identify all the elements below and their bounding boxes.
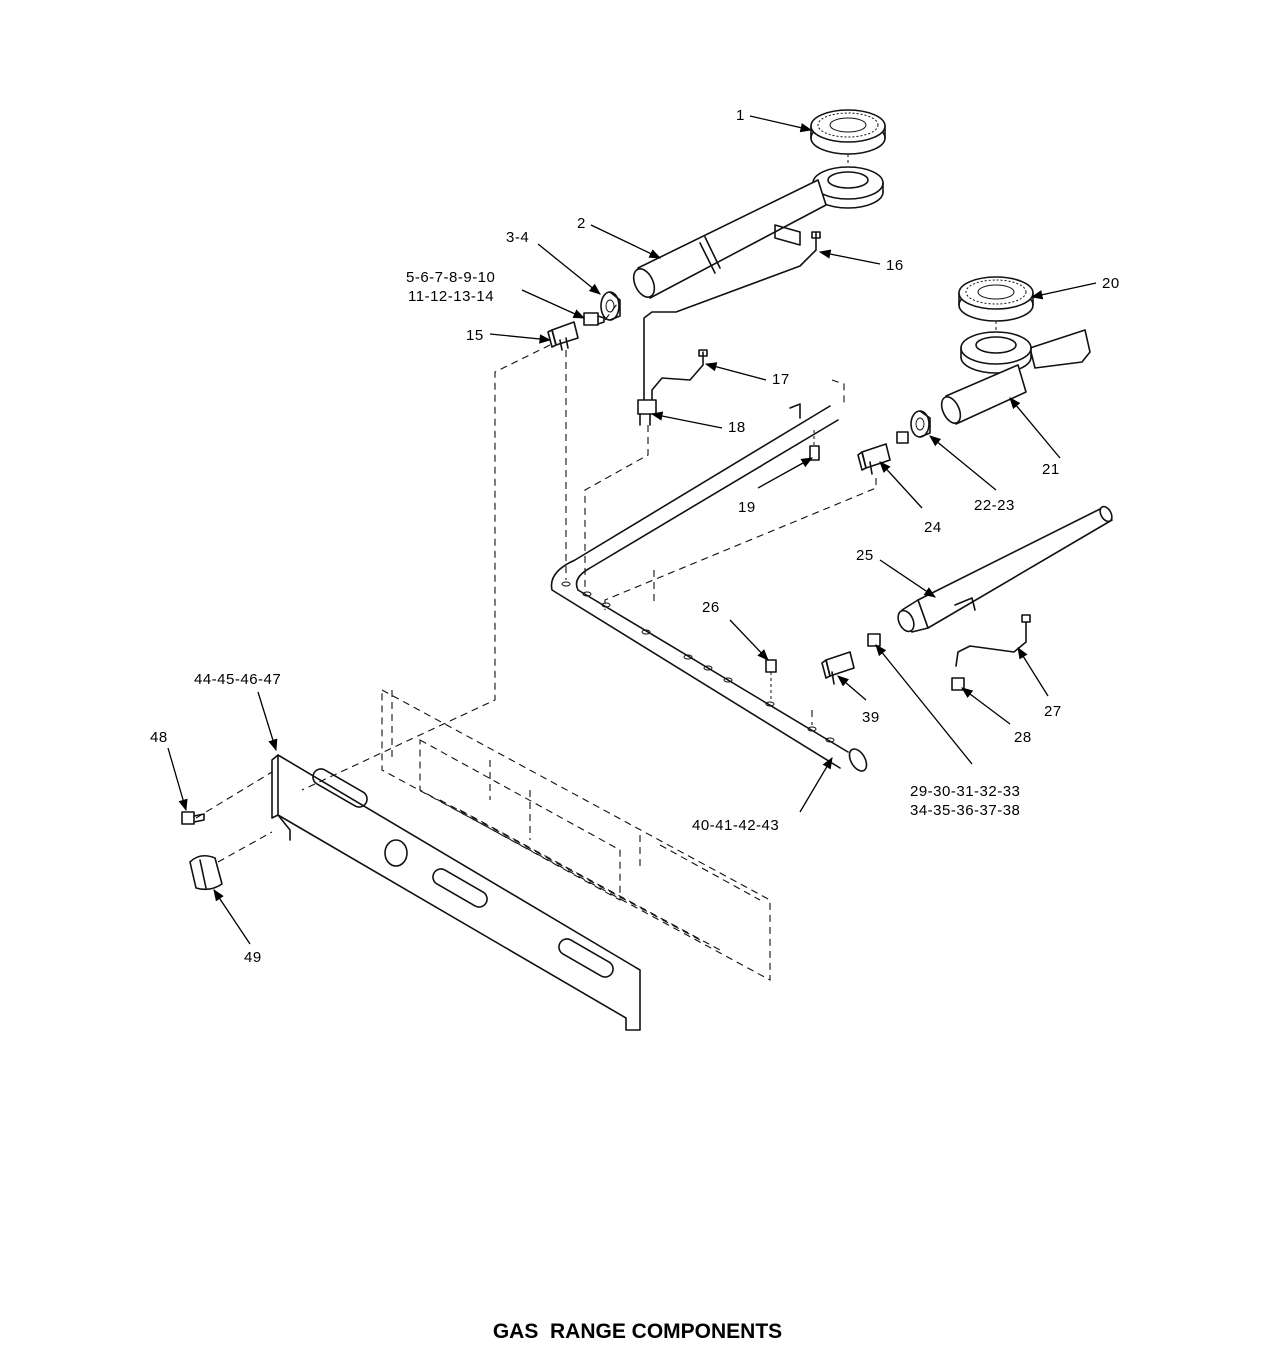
callout-20: 20 [1102,275,1120,292]
callout-16: 16 [886,257,904,274]
callout-40-43: 40-41-42-43 [692,817,779,834]
callout-19: 19 [738,499,756,516]
pilot-tube-16 [643,231,817,401]
valve-15 [547,321,579,351]
callout-3-4: 3-4 [506,229,529,246]
pilot-tube-17 [651,351,704,406]
callout-15: 15 [466,327,484,344]
fitting-26 [765,659,777,700]
pilot-tube-27 [955,621,1027,667]
callout-48: 48 [150,729,168,746]
callout-21: 21 [1042,461,1060,478]
leader-lines [167,115,1097,945]
valve-39 [821,651,855,685]
orifice-5-14 [583,312,605,326]
air-shutter-3-4 [600,291,621,321]
burner-tube-25 [897,505,1113,633]
callout-1: 1 [736,107,745,124]
callout-49: 49 [244,949,262,966]
orifice-right [896,431,909,444]
air-shutter-22-23 [910,410,931,438]
callout-2: 2 [577,215,586,232]
pilot-bracket-18 [637,399,657,426]
page-title: GAS RANGE COMPONENTS [492,1320,783,1343]
callout-labels: 1 2 3-4 5-6-7-8-9-10 11-12-13-14 15 16 1… [150,107,1120,966]
callout-5-10: 5-6-7-8-9-10 [406,269,495,286]
control-panel-44-47 [271,754,641,1031]
callout-27: 27 [1044,703,1062,720]
callout-44-47: 44-45-46-47 [194,671,281,688]
callout-25: 25 [856,547,874,564]
callout-34-38: 34-35-36-37-38 [910,802,1020,819]
burner-head-1 [810,109,886,155]
fitting-28 [951,677,965,691]
callout-29-33: 29-30-31-32-33 [910,783,1020,800]
valve-24 [857,443,891,475]
fitting-19 [809,430,820,461]
callout-22-23: 22-23 [974,497,1015,514]
callout-11-14: 11-12-13-14 [408,288,494,305]
callout-17: 17 [772,371,790,388]
callout-26: 26 [702,599,720,616]
burner-base-21 [940,329,1091,425]
venturi-tube-2 [632,179,827,299]
gas-manifold [550,379,868,772]
orifice-29-38 [867,633,881,647]
screw-48 [181,811,205,825]
control-panel-dashed [381,689,771,981]
assembly-guide-lines [195,299,877,863]
callout-24: 24 [924,519,942,536]
manifold-ports [561,581,835,743]
control-knob-49 [189,854,223,891]
callout-18: 18 [728,419,746,436]
burner-head-20 [958,276,1034,322]
callout-28: 28 [1014,729,1032,746]
callout-39: 39 [862,709,880,726]
